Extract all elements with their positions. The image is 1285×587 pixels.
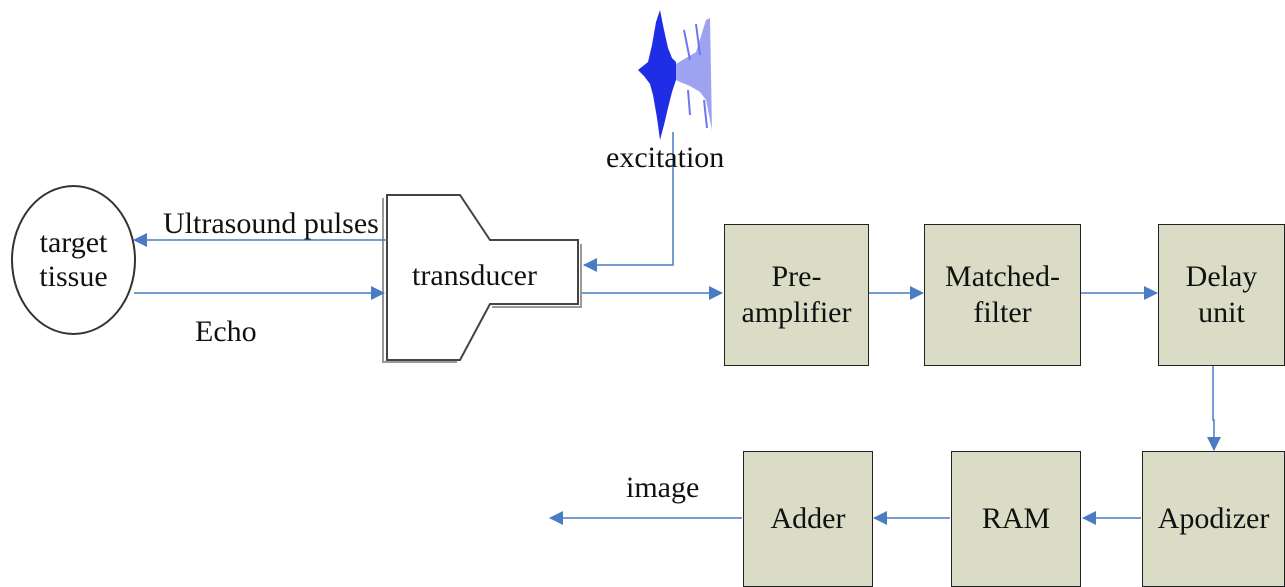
target-tissue-label-line2: tissue [39, 260, 108, 293]
delay-unit-label-line2: unit [1198, 296, 1245, 329]
matched-filter-label-line2: filter [973, 296, 1032, 329]
transducer-label: transducer [412, 259, 537, 292]
echo-label: Echo [195, 315, 257, 348]
excitation-label: excitation [606, 141, 725, 174]
delay-unit-block: Delay unit [1158, 224, 1285, 366]
apodizer-label: Apodizer [1157, 502, 1270, 535]
excitation-waveform-icon [638, 10, 712, 140]
adder-block: Adder [743, 451, 873, 587]
target-tissue-node: target tissue [11, 185, 136, 335]
excitation-arrow [583, 132, 674, 272]
apodizer-block: Apodizer [1142, 451, 1285, 587]
ram-block: RAM [951, 451, 1081, 587]
preamplifier-block: Pre- amplifier [724, 224, 869, 366]
adder-label: Adder [770, 502, 846, 535]
ultrasound-pulses-label: Ultrasound pulses [163, 207, 379, 240]
delay-unit-label-line1: Delay [1185, 260, 1258, 293]
ram-label: RAM [981, 502, 1051, 535]
transducer-shape [382, 194, 582, 363]
preamplifier-label-line1: Pre- [771, 260, 822, 293]
preamplifier-label-line2: amplifier [741, 296, 852, 329]
delay-to-apodizer-arrow [1207, 366, 1221, 451]
target-tissue-label-line1: target [39, 226, 108, 259]
matched-filter-label-line1: Matched- [945, 260, 1060, 293]
matched-filter-block: Matched- filter [924, 224, 1081, 366]
image-label: image [626, 471, 700, 504]
